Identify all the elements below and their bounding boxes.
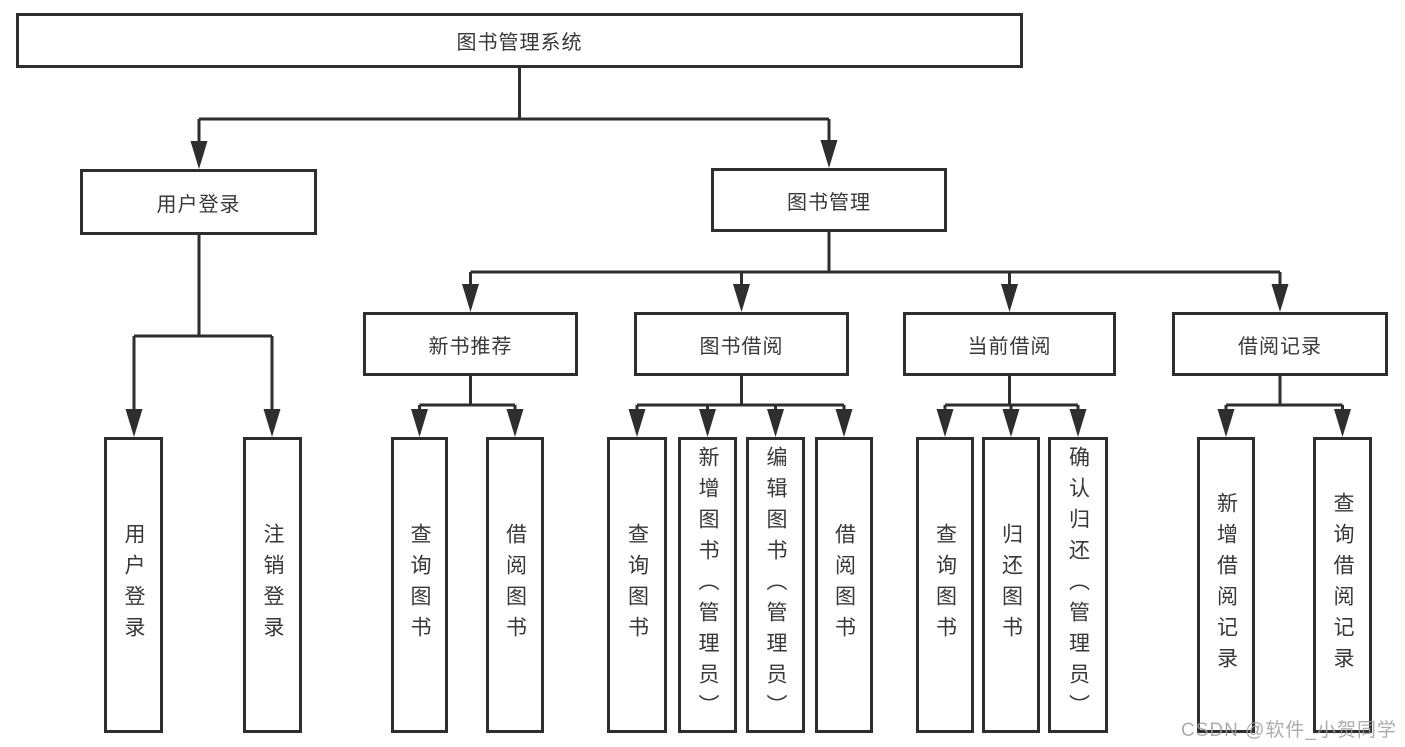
node-book-borrow: 图书借阅 bbox=[634, 312, 849, 376]
connector-borrow-records bbox=[1224, 376, 1344, 413]
node-current-borrow: 当前借阅 bbox=[903, 312, 1116, 376]
leaf-logout: 注销登录 bbox=[243, 437, 302, 733]
connector-user-login bbox=[132, 235, 274, 413]
node-new-book-recommend: 新书推荐 bbox=[363, 312, 578, 376]
leaf-edit-books-admin: 编辑图书（管理员） bbox=[746, 437, 805, 733]
leaf-return-books: 归还图书 bbox=[982, 437, 1040, 733]
leaf-borrow-books-recommend: 借阅图书 bbox=[486, 437, 544, 733]
connector-current-borrow bbox=[943, 376, 1080, 413]
connector-new-books bbox=[418, 376, 517, 413]
node-user-login: 用户登录 bbox=[80, 169, 317, 235]
leaf-query-borrow-record: 查询借阅记录 bbox=[1313, 437, 1372, 733]
connector-book-mgmt bbox=[469, 232, 1282, 288]
leaf-query-books-recommend: 查询图书 bbox=[391, 437, 448, 733]
node-book-management: 图书管理 bbox=[711, 168, 947, 232]
node-borrow-records: 借阅记录 bbox=[1172, 312, 1388, 376]
node-system-root: 图书管理系统 bbox=[16, 13, 1023, 68]
leaf-query-books-borrow: 查询图书 bbox=[607, 437, 667, 733]
leaf-add-borrow-record: 新增借阅记录 bbox=[1197, 437, 1255, 733]
leaf-user-login: 用户登录 bbox=[104, 437, 163, 733]
csdn-watermark: CSDN @软件_小贺同学 bbox=[1181, 720, 1397, 741]
connector-book-borrow bbox=[635, 376, 846, 413]
leaf-borrow-books: 借阅图书 bbox=[815, 437, 873, 733]
leaf-query-books-current: 查询图书 bbox=[916, 437, 974, 733]
leaf-add-books-admin: 新增图书（管理员） bbox=[678, 437, 737, 733]
arrowheads bbox=[125, 140, 1351, 437]
connector-root bbox=[197, 68, 831, 145]
leaf-confirm-return-admin: 确认归还（管理员） bbox=[1048, 437, 1108, 733]
